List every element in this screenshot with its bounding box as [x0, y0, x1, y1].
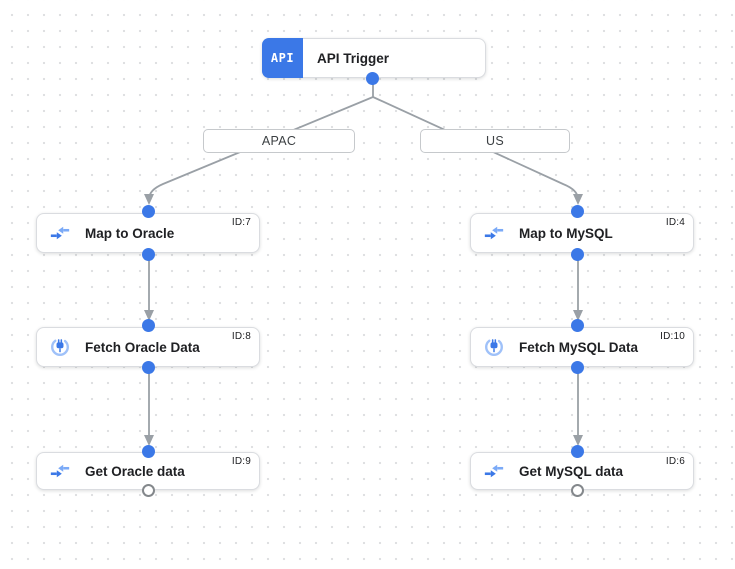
node-get-mysql-data[interactable]: Get MySQL data ID:6 — [470, 452, 694, 490]
edge-label-us[interactable]: US — [420, 129, 570, 153]
arrowhead-icon — [144, 435, 154, 446]
node-api-trigger[interactable]: API API Trigger — [262, 37, 486, 78]
node-label: Map to MySQL — [519, 225, 613, 241]
arrowhead-icon — [144, 194, 154, 205]
connector-dot[interactable] — [142, 361, 155, 374]
node-label: Fetch MySQL Data — [519, 339, 639, 355]
node-map-to-mysql[interactable]: Map to MySQL ID:4 — [470, 213, 694, 253]
connector-icon — [485, 338, 503, 356]
connector-dot[interactable] — [142, 205, 155, 218]
data-mapping-icon — [484, 464, 504, 478]
arrowhead-icon — [573, 194, 583, 205]
node-label: Map to Oracle — [85, 225, 175, 241]
connector-dot[interactable] — [571, 205, 584, 218]
arrowhead-icon — [144, 310, 154, 321]
data-mapping-icon — [50, 226, 70, 240]
connector-dot[interactable] — [571, 248, 584, 261]
node-id-badge: ID:8 — [231, 331, 251, 342]
connector-dot[interactable] — [571, 445, 584, 458]
arrowhead-icon — [573, 435, 583, 446]
connector-dot[interactable] — [142, 319, 155, 332]
connector-dot-open[interactable] — [571, 484, 584, 497]
connector-icon — [51, 338, 69, 356]
node-label: Fetch Oracle Data — [85, 339, 200, 355]
api-trigger-icon: API — [262, 37, 303, 78]
connector-dot[interactable] — [571, 319, 584, 332]
edge-label-apac[interactable]: APAC — [203, 129, 355, 153]
node-id-badge: ID:7 — [231, 217, 251, 228]
connector-dot[interactable] — [366, 72, 379, 85]
node-label: Get Oracle data — [85, 463, 185, 479]
node-fetch-oracle-data[interactable]: Fetch Oracle Data ID:8 — [36, 327, 260, 367]
connector-dot[interactable] — [142, 248, 155, 261]
node-fetch-mysql-data[interactable]: Fetch MySQL Data ID:10 — [470, 327, 694, 367]
connector-dot[interactable] — [142, 445, 155, 458]
node-id-badge: ID:6 — [665, 456, 685, 467]
node-id-badge: ID:4 — [665, 217, 685, 228]
node-id-badge: ID:9 — [231, 456, 251, 467]
data-mapping-icon — [484, 226, 504, 240]
node-label: Get MySQL data — [519, 463, 624, 479]
connector-dot[interactable] — [571, 361, 584, 374]
node-label: API Trigger — [317, 50, 390, 66]
node-map-to-oracle[interactable]: Map to Oracle ID:7 — [36, 213, 260, 253]
connector-dot-open[interactable] — [142, 484, 155, 497]
arrowhead-icon — [573, 310, 583, 321]
data-mapping-icon — [50, 464, 70, 478]
node-id-badge: ID:10 — [660, 331, 685, 342]
